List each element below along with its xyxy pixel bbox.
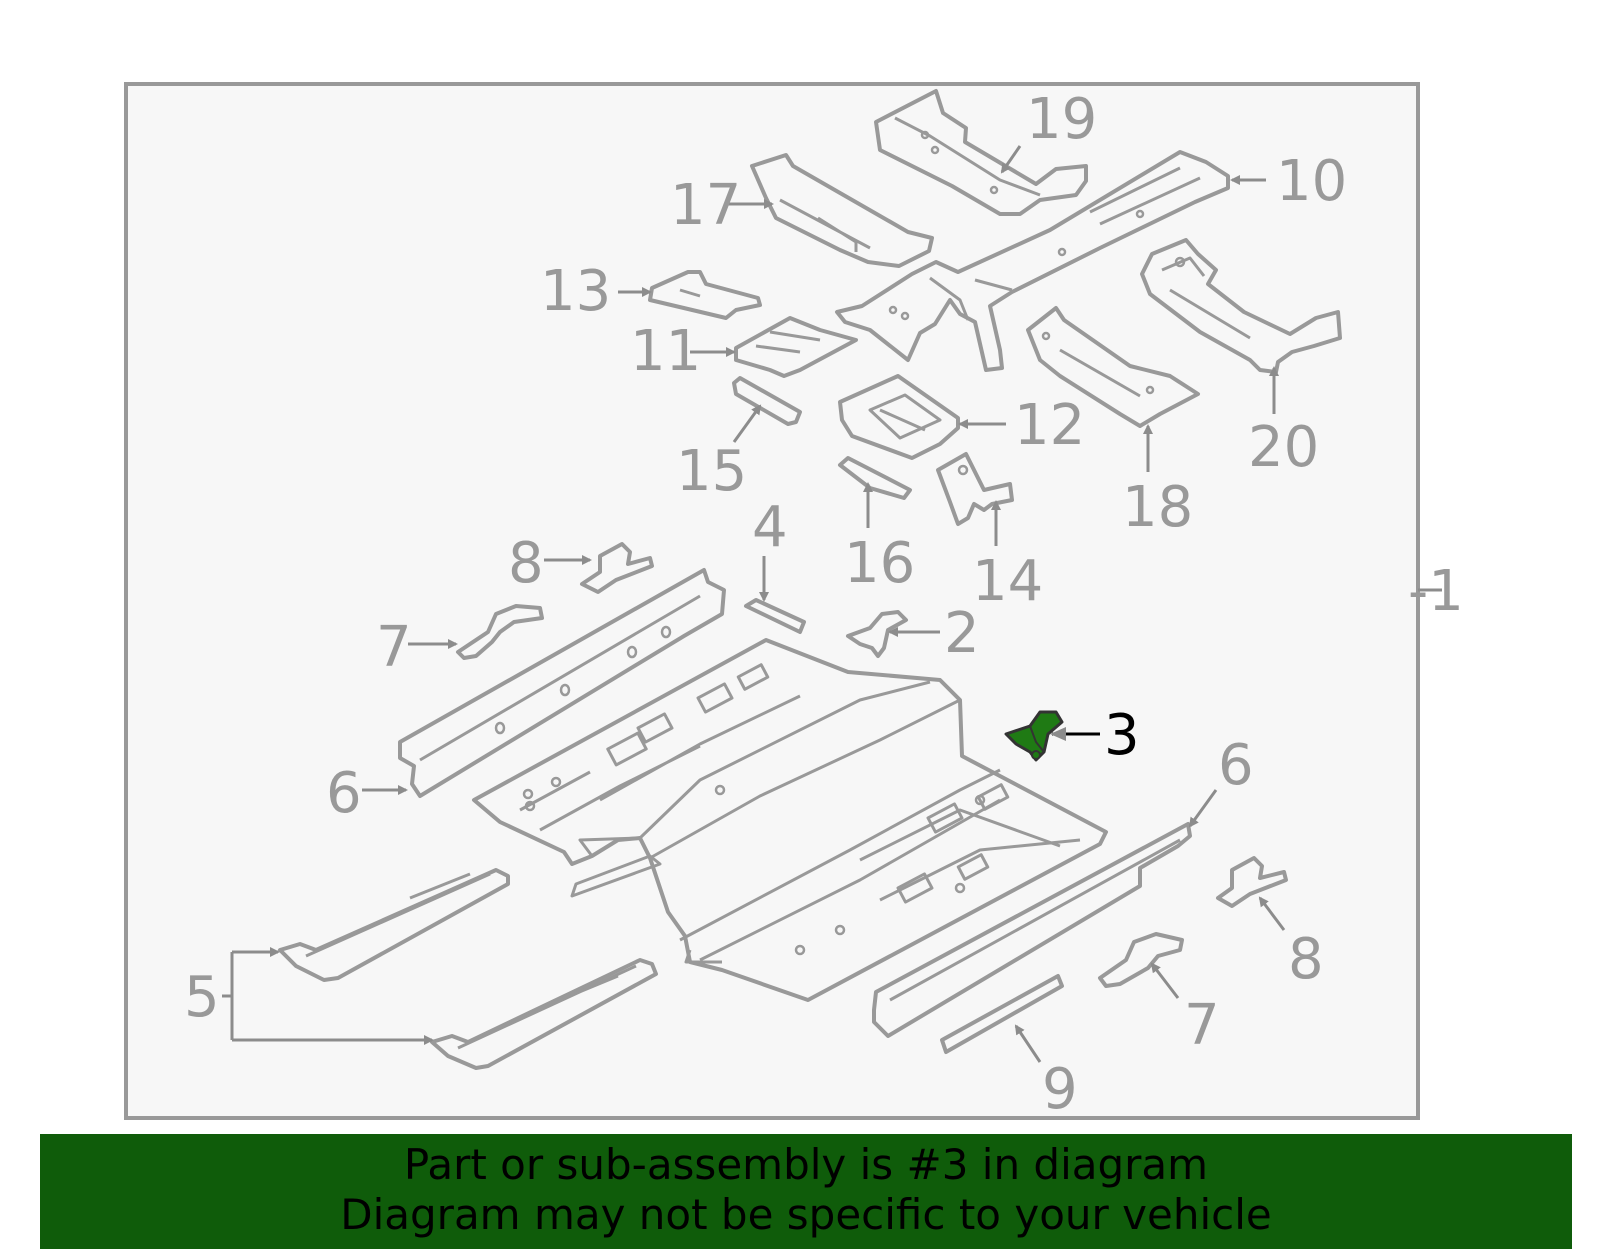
callout-7-lower: 7 xyxy=(1184,993,1220,1058)
part-19[interactable] xyxy=(874,89,1088,216)
callout-8-lower: 8 xyxy=(1288,927,1324,992)
callout-8-upper: 8 xyxy=(508,531,544,596)
part-8-lower[interactable] xyxy=(1216,856,1288,908)
leader-lines xyxy=(222,145,1442,1063)
callout-1: -1 xyxy=(1408,559,1464,624)
callout-9: 9 xyxy=(1042,1057,1078,1122)
diagram-panel xyxy=(124,82,1420,1120)
callout-7-upper: 7 xyxy=(376,615,412,680)
part-13[interactable] xyxy=(648,270,762,320)
part-8-upper[interactable] xyxy=(580,542,654,594)
part-5-upper[interactable] xyxy=(278,868,510,982)
callout-19: 19 xyxy=(1026,87,1097,152)
callout-10: 10 xyxy=(1276,149,1347,214)
part-6-right[interactable] xyxy=(872,822,1192,1038)
part-10[interactable] xyxy=(835,150,1230,372)
part-6-left[interactable] xyxy=(398,568,726,798)
banner-line-1: Part or sub-assembly is #3 in diagram xyxy=(403,1140,1209,1189)
callout-18: 18 xyxy=(1122,475,1193,540)
callout-12: 12 xyxy=(1014,393,1085,458)
callout-14: 14 xyxy=(972,549,1043,614)
part-3-highlighted[interactable] xyxy=(1004,710,1064,762)
callout-15: 15 xyxy=(676,439,747,504)
part-4[interactable] xyxy=(744,598,806,634)
callout-3: 3 xyxy=(1104,703,1140,768)
part-11[interactable] xyxy=(734,316,858,378)
part-20[interactable] xyxy=(1140,238,1342,374)
part-12[interactable] xyxy=(838,374,960,460)
part-17[interactable] xyxy=(750,153,934,268)
callout-6-right: 6 xyxy=(1218,733,1254,798)
callout-4: 4 xyxy=(752,495,788,560)
callout-2: 2 xyxy=(944,601,980,666)
banner-line-2: Diagram may not be specific to your vehi… xyxy=(340,1190,1272,1239)
part-15[interactable] xyxy=(732,376,802,426)
part-5-lower[interactable] xyxy=(430,958,658,1070)
callout-13: 13 xyxy=(540,259,611,324)
callout-16: 16 xyxy=(844,531,915,596)
part-18[interactable] xyxy=(1026,306,1200,428)
info-banner: Part or sub-assembly is #3 in diagram Di… xyxy=(40,1134,1572,1249)
callout-5: 5 xyxy=(184,965,220,1030)
part-7-upper[interactable] xyxy=(456,604,544,660)
part-9[interactable] xyxy=(940,974,1064,1054)
part-1-floor-pan[interactable] xyxy=(472,638,1108,1002)
part-14[interactable] xyxy=(936,452,1014,526)
callout-20: 20 xyxy=(1248,415,1319,480)
callout-17: 17 xyxy=(670,173,741,238)
part-7-lower[interactable] xyxy=(1098,932,1184,988)
callout-6-left: 6 xyxy=(326,761,362,826)
callout-labels: 19 10 17 13 11 15 12 18 20 16 14 4 8 7 2… xyxy=(184,87,1464,1122)
callout-11: 11 xyxy=(630,319,701,384)
